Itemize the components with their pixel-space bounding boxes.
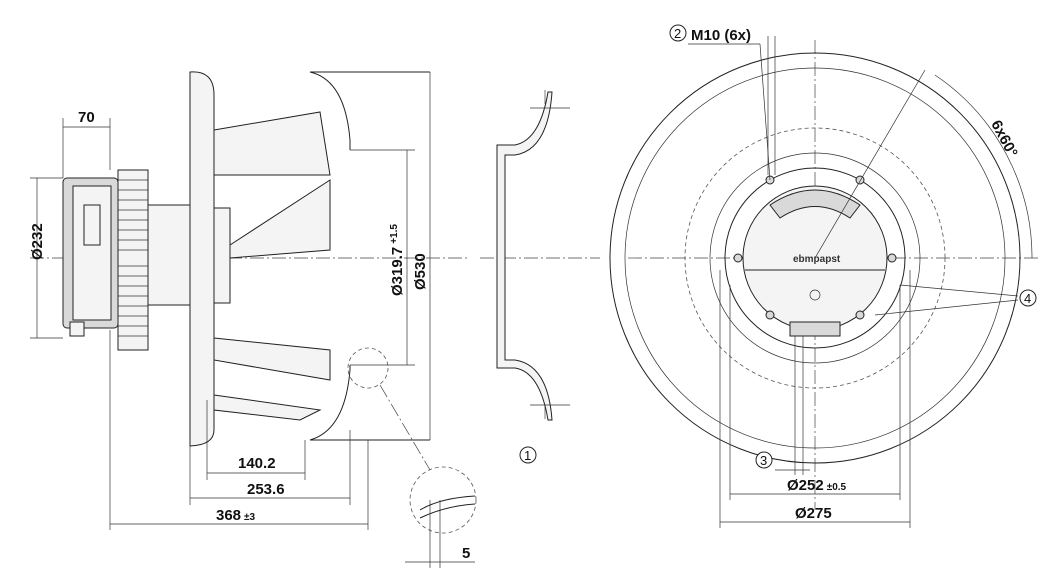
inlet-ring-view: 1 <box>480 90 600 464</box>
dim-253: 253.6 <box>247 481 285 498</box>
detail-lip <box>419 495 476 511</box>
dim-d530: Ø530 <box>412 253 429 290</box>
callout-1-label: 1 <box>524 448 531 463</box>
outer-ring <box>609 52 1021 464</box>
ground-symbol <box>809 289 821 301</box>
rotor <box>147 204 191 306</box>
dim-angle: 6x60° <box>987 117 1020 160</box>
impeller-backplate <box>189 71 215 447</box>
mount-hole-6 <box>855 310 865 320</box>
label-plate <box>83 204 101 246</box>
hub-ring <box>724 167 906 349</box>
dim-368: 368±3 <box>216 507 256 524</box>
connector-block <box>789 321 841 337</box>
hub-ring-outer <box>709 152 921 364</box>
front-view: ebmpapst 2 M10 (6x) 6x60° 4 3 <box>609 24 1040 528</box>
angle-arc <box>934 74 1033 259</box>
dim-d232: Ø232 <box>29 223 46 260</box>
blade-bottom <box>213 394 322 421</box>
blade-mid <box>229 179 331 259</box>
blade-upper <box>213 111 331 176</box>
callout-2 <box>669 24 687 42</box>
detail-view: 5 <box>405 466 477 568</box>
inlet-ring-profile <box>496 91 553 421</box>
thread-label: M10 (6x) <box>691 27 751 44</box>
detail-magnified-circle <box>409 466 477 534</box>
cable-gland <box>69 321 85 337</box>
fin-arc <box>769 189 861 219</box>
callout-4-label: 4 <box>1024 291 1031 306</box>
dim-d319: Ø319.7+1.5 <box>389 224 406 296</box>
mount-hole-4 <box>887 253 897 263</box>
callout-4 <box>1019 289 1037 307</box>
callout-1 <box>519 446 537 464</box>
mount-hole-3 <box>733 253 743 263</box>
blade-lower <box>213 337 331 381</box>
cooling-fins <box>117 169 149 351</box>
blade-circle <box>684 127 946 389</box>
callout-2-label: 2 <box>674 26 681 41</box>
dim-140: 140.2 <box>238 455 276 472</box>
dim-d275: Ø275 <box>795 505 832 522</box>
shroud-top <box>309 71 351 150</box>
brand-label: ebmpapst <box>793 254 841 265</box>
callout-3-label: 3 <box>760 453 767 468</box>
dim-5: 5 <box>462 545 470 562</box>
mount-hole-2 <box>855 175 865 185</box>
dim-d252: Ø252±0.5 <box>787 477 847 494</box>
callout-3 <box>755 451 773 469</box>
mount-hole-5 <box>765 310 775 320</box>
side-view: Ø232 70 Ø319.7+1.5 Ø530 140.2 253.6 368±… <box>29 71 470 530</box>
dim-70: 70 <box>78 109 95 126</box>
detail-circle <box>347 347 389 389</box>
shroud-bottom <box>309 365 351 441</box>
shroud-ring <box>624 67 1006 449</box>
